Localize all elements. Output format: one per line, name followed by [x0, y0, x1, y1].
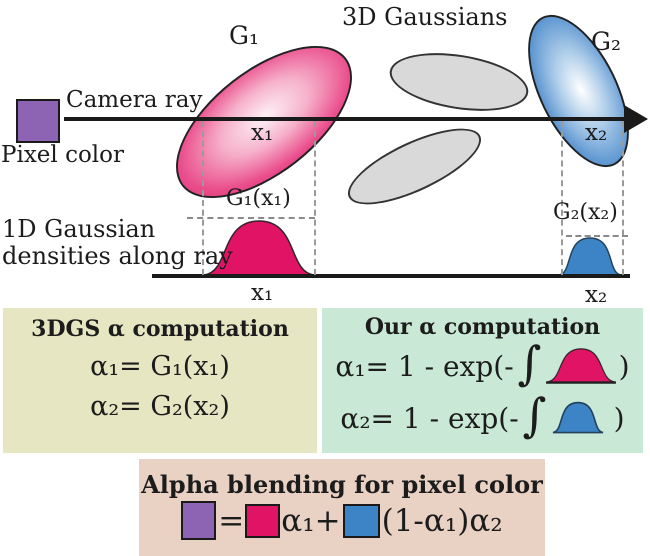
g1-peak-dashed-line: [187, 217, 315, 219]
density-label-line2: densities along ray: [2, 242, 233, 270]
pixel-color-label: Pixel color: [1, 142, 125, 168]
x1-ray-label: x₁: [251, 120, 274, 146]
g1x1-label: G₁(x₁): [226, 186, 291, 211]
ours-alpha-box: Our α computation α₁= 1 - exp(- ∫ ) α₂= …: [322, 308, 643, 453]
g2-label: G₂: [591, 27, 621, 56]
g1-density-bump: [203, 220, 315, 276]
x2-ray-label: x₂: [585, 120, 608, 146]
threedgs-alpha1-equation: α₁= G₁(x₁): [90, 351, 230, 382]
threedgs-alpha-box-title: 3DGS α computation: [31, 316, 289, 342]
ours-eq1-close: ): [618, 349, 630, 383]
blue-density-icon: [552, 401, 604, 434]
red-density-icon: [545, 348, 616, 384]
alpha-blending-box: Alpha blending for pixel color = α₁+ (1-…: [139, 459, 545, 556]
dashed-line-g2-left: [561, 121, 563, 275]
blend-term1: α₁+: [281, 502, 341, 539]
dashed-line-g1-left: [202, 121, 204, 275]
blend-equals: =: [218, 502, 245, 539]
ours-alpha1-equation: α₁= 1 - exp(- ∫ ): [335, 336, 630, 390]
ours-eq2-close: ): [613, 401, 625, 435]
title-3d-gaussians: 3D Gaussians: [342, 3, 508, 31]
pixel-color-swatch: [16, 99, 60, 143]
g2-density-bump: [558, 237, 622, 276]
gray-gaussian-ellipse-top: [385, 44, 533, 120]
dashed-line-g2-right: [622, 121, 624, 275]
g1-label: G₁: [229, 21, 259, 50]
blue-color-swatch: [342, 503, 380, 538]
alpha-blending-equation: = α₁+ (1-α₁)α₂: [139, 501, 545, 540]
density-label-line1: 1D Gaussian: [2, 215, 156, 243]
dashed-line-g1-right: [314, 121, 316, 275]
gray-gaussian-ellipse-bottom: [338, 113, 491, 220]
camera-ray-label: Camera ray: [66, 87, 203, 113]
camera-ray-arrowhead-icon: [624, 105, 648, 133]
x2-axis-label: x₂: [585, 282, 608, 308]
threedgs-alpha-box: 3DGS α computation α₁= G₁(x₁) α₂= G₂(x₂): [3, 308, 317, 453]
threedgs-alpha2-equation: α₂= G₂(x₂): [90, 391, 230, 422]
blend-term2: (1-α₁)α₂: [381, 502, 503, 539]
gaussian-g2-ellipse: [507, 0, 650, 183]
density-section-label: 1D Gaussian densities along ray: [2, 216, 233, 270]
ours-alpha-box-title: Our α computation: [364, 314, 601, 340]
ours-eq2-prefix: α₂= 1 - exp(-: [340, 401, 519, 435]
pixel-color-swatch-small: [181, 501, 217, 540]
ours-alpha2-equation: α₂= 1 - exp(- ∫ ): [340, 388, 625, 442]
density-axis-line: [152, 274, 630, 278]
camera-ray-line: [64, 117, 626, 121]
red-color-swatch: [245, 503, 281, 538]
x1-axis-label: x₁: [251, 280, 274, 306]
g2x2-label: G₂(x₂): [553, 200, 618, 225]
alpha-blending-box-title: Alpha blending for pixel color: [141, 470, 543, 499]
g2-peak-dashed-line: [566, 235, 628, 237]
ours-eq1-prefix: α₁= 1 - exp(-: [335, 349, 514, 383]
